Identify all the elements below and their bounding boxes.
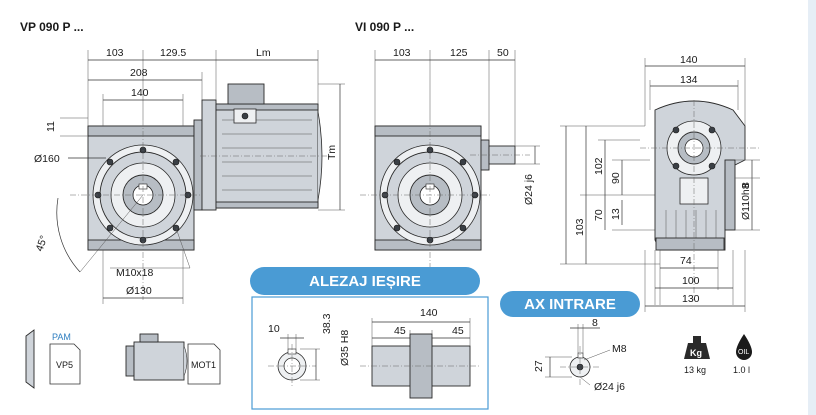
side-dim-74: 74 xyxy=(680,255,692,267)
mot1-box xyxy=(187,343,221,385)
side-dim-134: 134 xyxy=(680,74,698,86)
side-dim-140: 140 xyxy=(680,54,698,66)
alezaj-title: ALEZAJ IEȘIRE xyxy=(309,273,421,290)
alezaj-dim-10: 10 xyxy=(268,323,280,335)
alezaj-dim-38-3: 38.3 xyxy=(321,313,333,334)
alezaj-dim-45b: 45 xyxy=(452,325,464,337)
oil-info: OIL 1.0 l xyxy=(733,334,752,375)
side-dim-130: 130 xyxy=(682,293,700,305)
vp-terminal-box xyxy=(227,83,265,105)
weight-info: Kg 13 kg xyxy=(684,336,710,375)
oil-icon-label: OIL xyxy=(738,349,749,356)
vp5-box xyxy=(49,343,81,385)
vi-dim-24j6: Ø24 j6 xyxy=(523,174,535,205)
title-vi: VI 090 P ... xyxy=(355,20,414,34)
vp5-label: VP5 xyxy=(56,360,73,370)
vp-dim-m10: M10x18 xyxy=(116,267,154,279)
weight-icon-label: Kg xyxy=(690,348,702,358)
side-view: 103 102 70 90 13 140 134 xyxy=(560,54,760,312)
side-dim-70: 70 xyxy=(593,209,605,221)
ax-section: AX INTRARE 8 M8 27 Ø24 j6 xyxy=(500,291,640,393)
vp-dim-45deg: 45° xyxy=(34,234,51,253)
vi-view: 103 125 50 Ø24 j6 xyxy=(360,47,540,280)
alezaj-dim-35h8: Ø35 H8 xyxy=(339,330,351,366)
alezaj-dim-45a: 45 xyxy=(394,325,406,337)
vp-dim-11: 11 xyxy=(45,121,57,132)
ax-title: AX INTRARE xyxy=(524,296,616,313)
pam-label: PAM xyxy=(52,332,71,342)
side-dim-100: 100 xyxy=(682,275,700,287)
vp-dim-208: 208 xyxy=(130,67,148,79)
side-dim-102: 102 xyxy=(593,157,605,175)
title-vp: VP 090 P ... xyxy=(20,20,84,34)
pam-icon xyxy=(25,329,35,389)
legend-motor: MOT1 xyxy=(125,333,221,385)
vp-dim-129-5: 129.5 xyxy=(160,47,186,59)
oil-icon xyxy=(736,334,752,360)
motor-icon xyxy=(133,341,185,381)
vi-dim-50: 50 xyxy=(497,47,509,59)
side-dim-90: 90 xyxy=(610,172,622,184)
ax-dim-27: 27 xyxy=(533,360,545,372)
ax-banner xyxy=(500,291,640,317)
alezaj-dim-140: 140 xyxy=(420,307,438,319)
vp-pam-flange xyxy=(201,99,217,211)
side-dim-110h8: Ø110h8 xyxy=(740,183,752,220)
vp-view: 103 129.5 Lm 208 140 11 Ø160 45° M10x18 xyxy=(34,47,345,304)
ax-dim-24j6: Ø24 j6 xyxy=(594,381,625,393)
side-dim-13: 13 xyxy=(610,208,622,220)
alezaj-section: ALEZAJ IEȘIRE 10 38.3 Ø35 H8 140 45 45 xyxy=(250,267,489,410)
vp-dim-tm: Tm xyxy=(326,145,338,160)
vp-dim-140: 140 xyxy=(131,87,149,99)
vp-dim-160: Ø160 xyxy=(34,153,60,165)
ax-dim-m8: M8 xyxy=(612,343,627,355)
page-edge xyxy=(808,0,816,415)
vp-dim-103: 103 xyxy=(106,47,124,59)
vp-dim-lm: Lm xyxy=(256,47,271,59)
side-dim-8: 8 xyxy=(740,182,752,188)
side-dim-103: 103 xyxy=(574,218,586,236)
alezaj-banner xyxy=(250,267,480,295)
weight-value: 13 kg xyxy=(684,365,706,375)
vi-dim-125: 125 xyxy=(450,47,468,59)
legend-pam: PAM VP5 xyxy=(25,329,81,389)
oil-value: 1.0 l xyxy=(733,365,750,375)
vi-dim-103: 103 xyxy=(393,47,411,59)
mot1-label: MOT1 xyxy=(191,360,216,370)
weight-icon xyxy=(684,343,710,359)
vp-dim-130: Ø130 xyxy=(126,285,152,297)
ax-dim-8: 8 xyxy=(592,317,598,329)
